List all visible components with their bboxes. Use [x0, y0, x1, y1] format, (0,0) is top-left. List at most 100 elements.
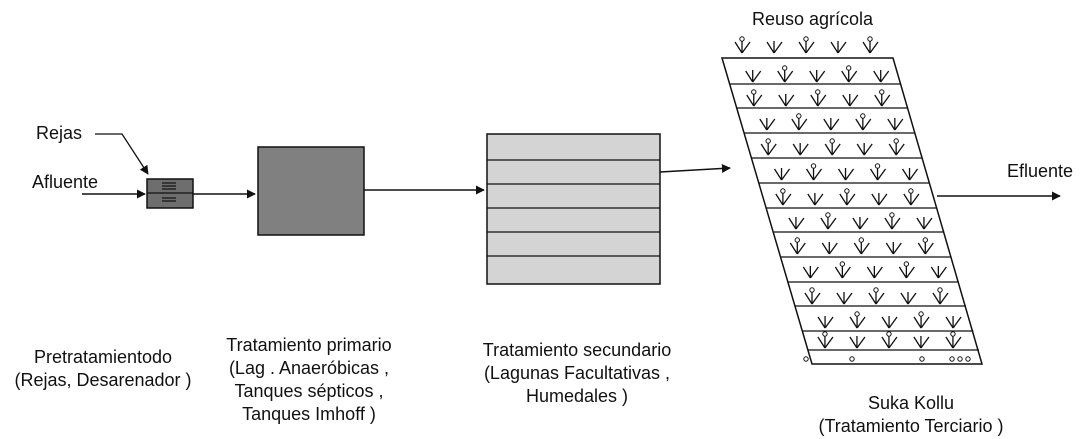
plant-icon [873, 70, 890, 83]
plant-icon [901, 168, 919, 181]
plant-icon [746, 94, 763, 107]
plant-icon [842, 94, 859, 107]
seed-head-icon [765, 138, 771, 144]
secundario-line-3: Humedales ) [525, 386, 629, 406]
primario-line-2: (Lag . Anaeróbicas , [228, 358, 390, 378]
pretratamiento-line-2: (Rejas, Desarenador ) [14, 370, 192, 390]
afluente-label: Afluente [32, 172, 99, 192]
plant-icon [775, 193, 792, 206]
seed-head-icon [922, 237, 928, 243]
plant-icon [820, 217, 837, 230]
plant-icon [869, 168, 887, 181]
rejas-leader [95, 133, 149, 175]
plant-icon [888, 143, 905, 156]
plant-icon [804, 292, 821, 305]
arrow-to-terciario [659, 163, 731, 173]
seed-head-icon [918, 311, 924, 317]
plant-icon [830, 41, 847, 54]
seed-head-icon [780, 188, 786, 194]
plant-icon [917, 242, 934, 255]
seed-head-icon [867, 36, 873, 42]
plant-icon [881, 336, 898, 349]
plant-icon [856, 143, 873, 156]
seed-head-icon [815, 89, 821, 95]
plant-icon [874, 94, 891, 107]
pretratamiento-caption: Pretratamientodo (Rejas, Desarenador ) [0, 346, 208, 392]
plant-icon [802, 266, 819, 279]
plant-icon [885, 242, 902, 255]
plant-icon [839, 193, 856, 206]
plant-icon [778, 94, 795, 107]
plant-icon [868, 292, 885, 305]
plant-icon [900, 292, 917, 305]
seed-head-icon [889, 212, 895, 218]
plant-icon [871, 193, 888, 206]
secundario-line-2: (Lagunas Facultativas , [483, 363, 671, 383]
seed-head-icon [809, 287, 815, 293]
plant-icon [788, 217, 805, 230]
primary-tank [257, 146, 365, 236]
plant-icon [734, 41, 751, 54]
seed-head-icon [825, 212, 831, 218]
plant-icon [759, 118, 776, 131]
plant-icon [836, 292, 853, 305]
suka-kollu-field [720, 36, 983, 365]
primario-line-1: Tratamiento primario [226, 335, 392, 355]
seed-dot-icon [919, 356, 925, 362]
terciario-line-1: Suka Kollu [867, 393, 955, 413]
seed-head-icon [879, 89, 885, 95]
terciario-line-2: (Tratamiento Terciario ) [818, 416, 1004, 436]
seed-head-icon [839, 261, 846, 267]
plant-icon [821, 242, 838, 255]
efluente-label: Efluente [1007, 161, 1074, 181]
reuso-label: Reuso agrícola [752, 9, 874, 29]
plant-icon [760, 143, 777, 156]
seed-head-icon [782, 65, 788, 71]
plant-icon [773, 168, 791, 181]
seed-dot-icon [849, 356, 855, 362]
plant-icon [862, 41, 879, 54]
plant-icon [824, 143, 841, 156]
seed-head-icon [908, 188, 914, 194]
secundario-line-1: Tratamiento secundario [482, 340, 672, 360]
plant-icon [834, 266, 851, 279]
screen-box [146, 178, 194, 209]
plant-icon [930, 266, 947, 279]
plant-icon [809, 70, 826, 83]
plant-icon [932, 292, 949, 305]
pretratamiento-line-1: Pretratamientodo [33, 347, 173, 367]
seed-dot-icon [949, 356, 955, 362]
plant-icon [913, 336, 930, 349]
seed-head-icon [937, 287, 943, 293]
plant-icon [916, 217, 933, 230]
plant-icon [887, 118, 904, 131]
seed-head-icon [854, 311, 860, 317]
seed-head-icon [796, 113, 802, 119]
seed-dot-icon [803, 356, 809, 362]
seed-head-icon [860, 113, 866, 119]
seed-head-icon [829, 138, 835, 144]
seed-dot-icon [957, 356, 963, 362]
seed-head-icon [950, 331, 956, 337]
plant-icon [855, 118, 872, 131]
plant-icon [945, 336, 962, 349]
plant-icon [837, 168, 855, 181]
seed-head-icon [903, 261, 910, 267]
plant-icon [805, 168, 823, 181]
seed-head-icon [739, 36, 745, 42]
plant-icon [766, 41, 783, 54]
plant-icon [884, 217, 901, 230]
seed-head-icon [794, 237, 800, 243]
secundario-caption: Tratamiento secundario (Lagunas Facultat… [462, 339, 692, 408]
rejas-label: Rejas [36, 123, 83, 143]
seed-head-icon [803, 36, 809, 42]
plant-icon [898, 266, 915, 279]
plant-icon [791, 118, 808, 131]
seed-head-icon [751, 89, 757, 95]
primario-caption: Tratamiento primario (Lag . Anaeróbicas … [224, 334, 394, 426]
seed-head-icon [846, 65, 852, 71]
plant-icon [849, 316, 866, 329]
seed-head-icon [844, 188, 850, 194]
plant-icon [810, 94, 827, 107]
